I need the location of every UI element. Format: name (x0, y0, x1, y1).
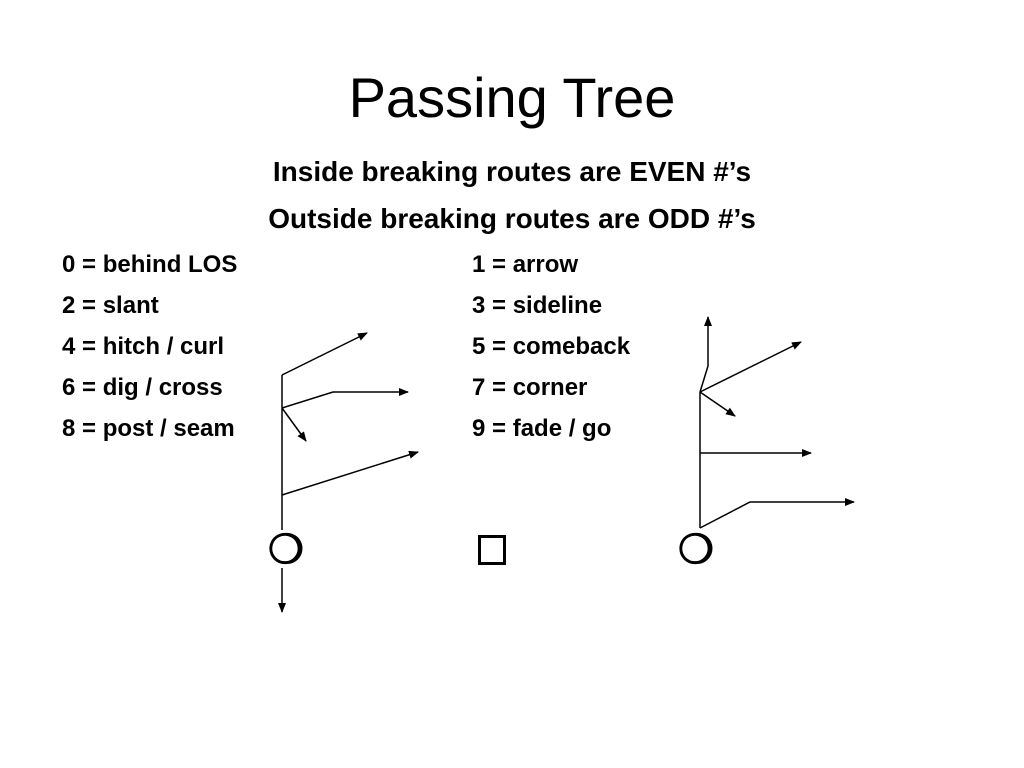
right-receiver-icon: ❍ (678, 526, 714, 573)
route-item-6: 6 = dig / cross (62, 374, 223, 401)
route-item-1: 1 = arrow (472, 251, 579, 278)
left-route-post (281, 332, 368, 376)
right-route-go (699, 316, 712, 393)
route-item-4: 4 = hitch / curl (62, 333, 225, 360)
subtitle-even: Inside breaking routes are EVEN #’s (272, 156, 752, 187)
subtitle-odd: Outside breaking routes are ODD #’s (268, 203, 756, 234)
right-route-post (699, 341, 802, 393)
left-route-comeback (281, 407, 307, 442)
route-item-7: 7 = corner (472, 374, 588, 401)
slide-title: Passing Tree (348, 66, 676, 129)
route-item-3: 3 = sideline (472, 292, 603, 319)
route-item-8: 8 = post / seam (62, 415, 235, 442)
route-item-5: 5 = comeback (472, 333, 631, 360)
center-icon (478, 535, 506, 565)
route-item-9: 9 = fade / go (472, 415, 612, 442)
left-route-corner (281, 388, 409, 409)
route-item-0: 0 = behind LOS (62, 251, 238, 278)
right-route-curl (699, 391, 736, 417)
route-item-2: 2 = slant (62, 292, 159, 319)
left-route-slant (281, 450, 419, 496)
right-route-cross (699, 498, 855, 529)
left-receiver-icon: ❍ (268, 526, 304, 573)
